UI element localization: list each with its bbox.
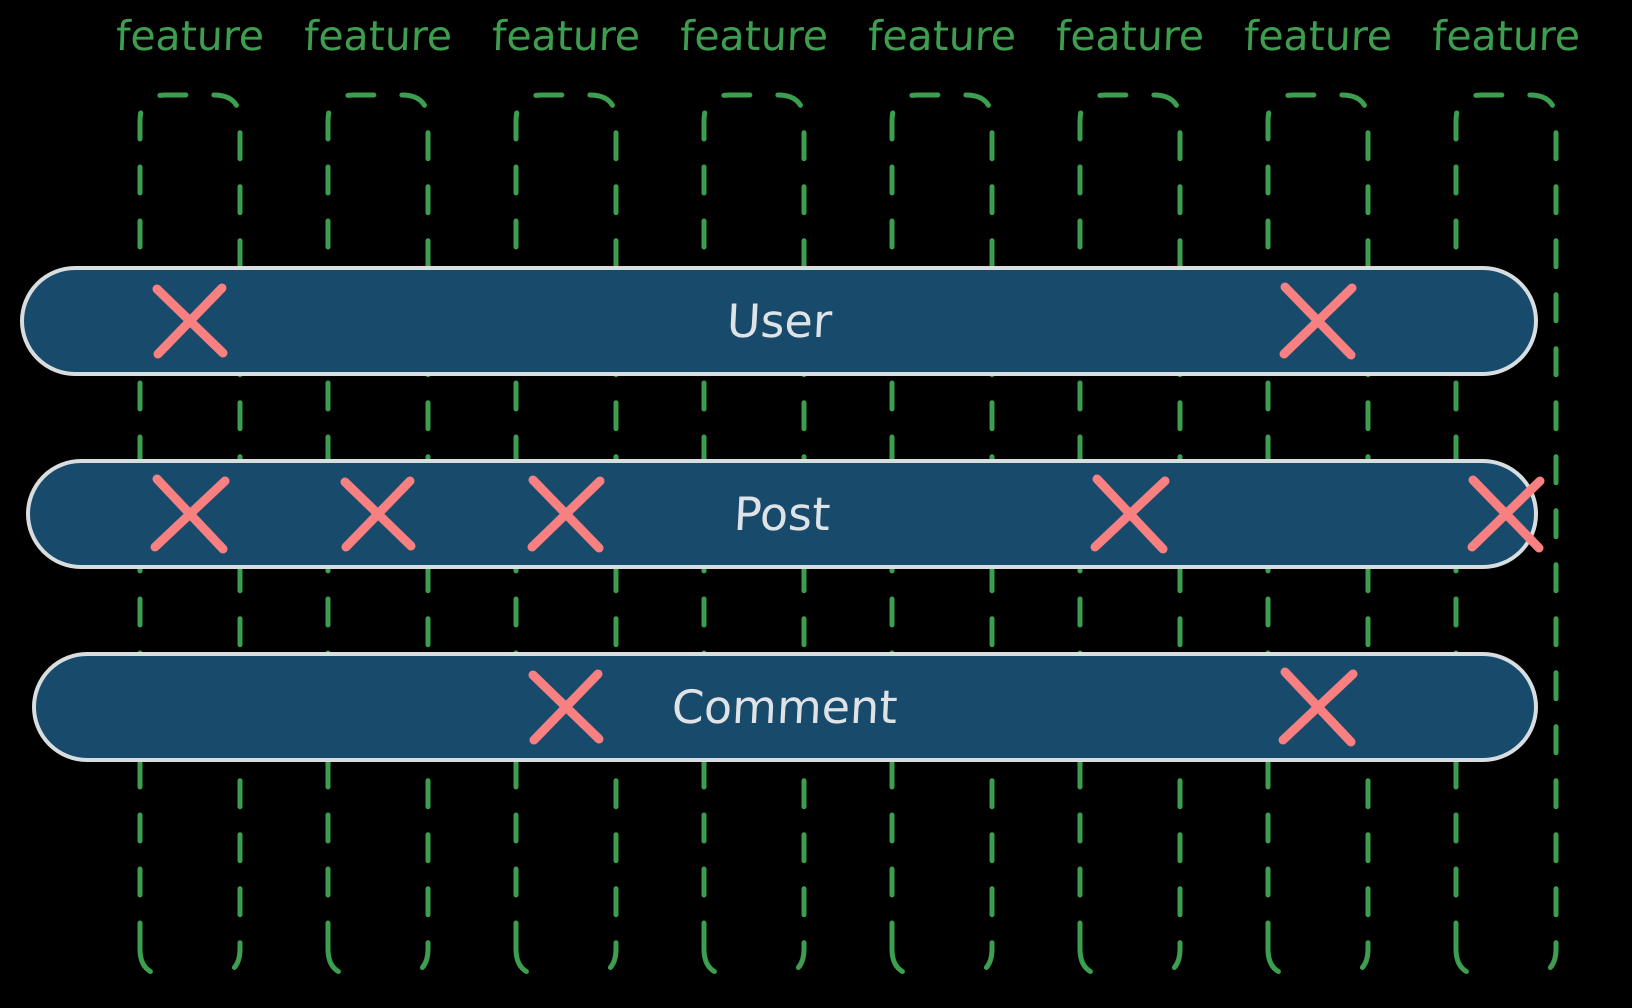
feature-column-outline-tail: [889, 946, 921, 978]
feature-label-8: feature: [1431, 12, 1581, 60]
entity-row-post[interactable]: Post: [26, 459, 1538, 569]
feature-label-6: feature: [1055, 12, 1205, 60]
feature-column-outline-tail: [325, 946, 357, 978]
feature-label-3: feature: [491, 12, 641, 60]
feature-column-outline-tail: [1265, 946, 1297, 978]
entity-row-user[interactable]: User: [20, 266, 1538, 376]
entity-row-label: Comment: [670, 680, 900, 734]
feature-column-outline-tail: [1453, 946, 1485, 978]
entity-row-label: User: [725, 294, 833, 348]
entity-row-comment[interactable]: Comment: [32, 652, 1538, 762]
feature-label-1: feature: [115, 12, 265, 60]
feature-column-outline-tail: [701, 946, 733, 978]
feature-column-outline-tail: [513, 946, 545, 978]
feature-label-4: feature: [679, 12, 829, 60]
feature-label-7: feature: [1243, 12, 1393, 60]
feature-label-5: feature: [867, 12, 1017, 60]
entity-row-label: Post: [732, 487, 832, 541]
feature-column-outline-tail: [1077, 946, 1109, 978]
feature-label-2: feature: [303, 12, 453, 60]
feature-column-outline-tail: [137, 946, 169, 978]
